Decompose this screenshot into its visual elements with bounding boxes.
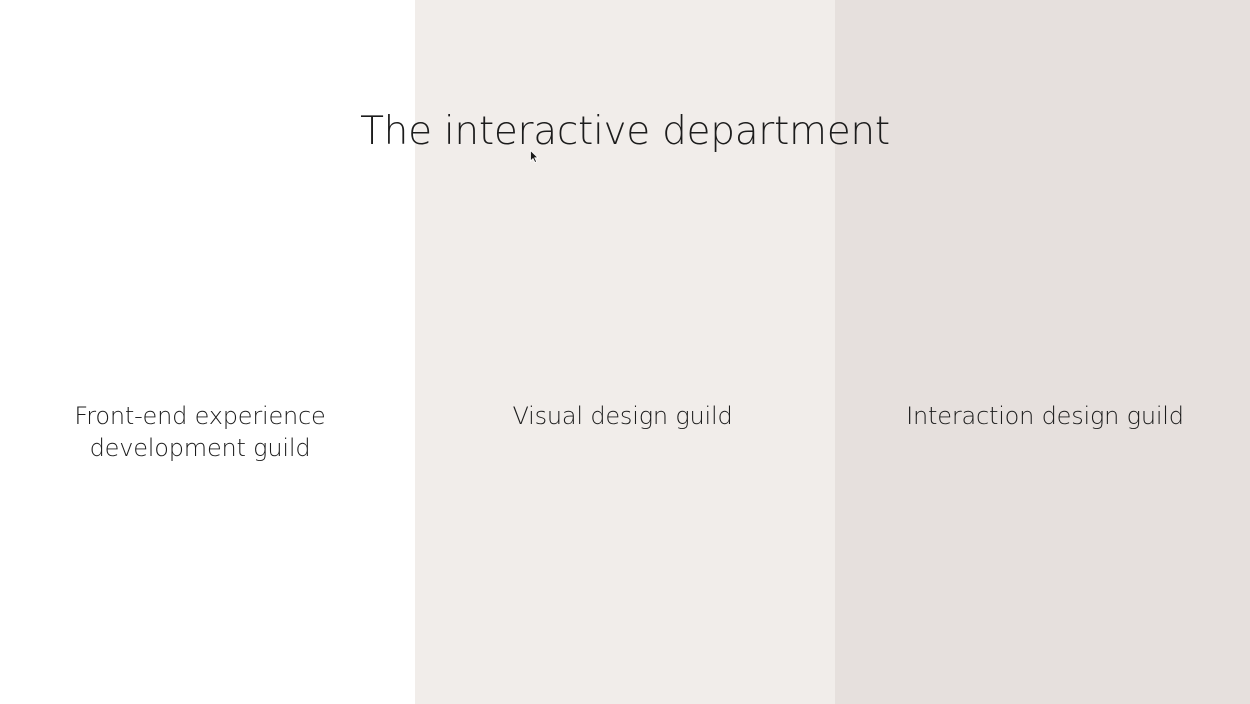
mouse-pointer-icon: [530, 150, 539, 163]
column-label-line: Interaction design guild: [906, 402, 1184, 430]
column-front-end: Front-end experience development guild: [0, 0, 415, 704]
column-label-line: Front-end experience: [74, 402, 326, 430]
column-label-front-end: Front-end experience development guild: [0, 400, 400, 464]
column-visual-design: Visual design guild: [415, 0, 835, 704]
column-label-interaction-design: Interaction design guild: [835, 400, 1250, 432]
column-label-line: Visual design guild: [512, 402, 733, 430]
column-interaction-design: Interaction design guild: [835, 0, 1250, 704]
column-label-visual-design: Visual design guild: [415, 400, 830, 432]
slide-title: The interactive department: [360, 109, 890, 154]
column-label-line: development guild: [89, 434, 311, 462]
